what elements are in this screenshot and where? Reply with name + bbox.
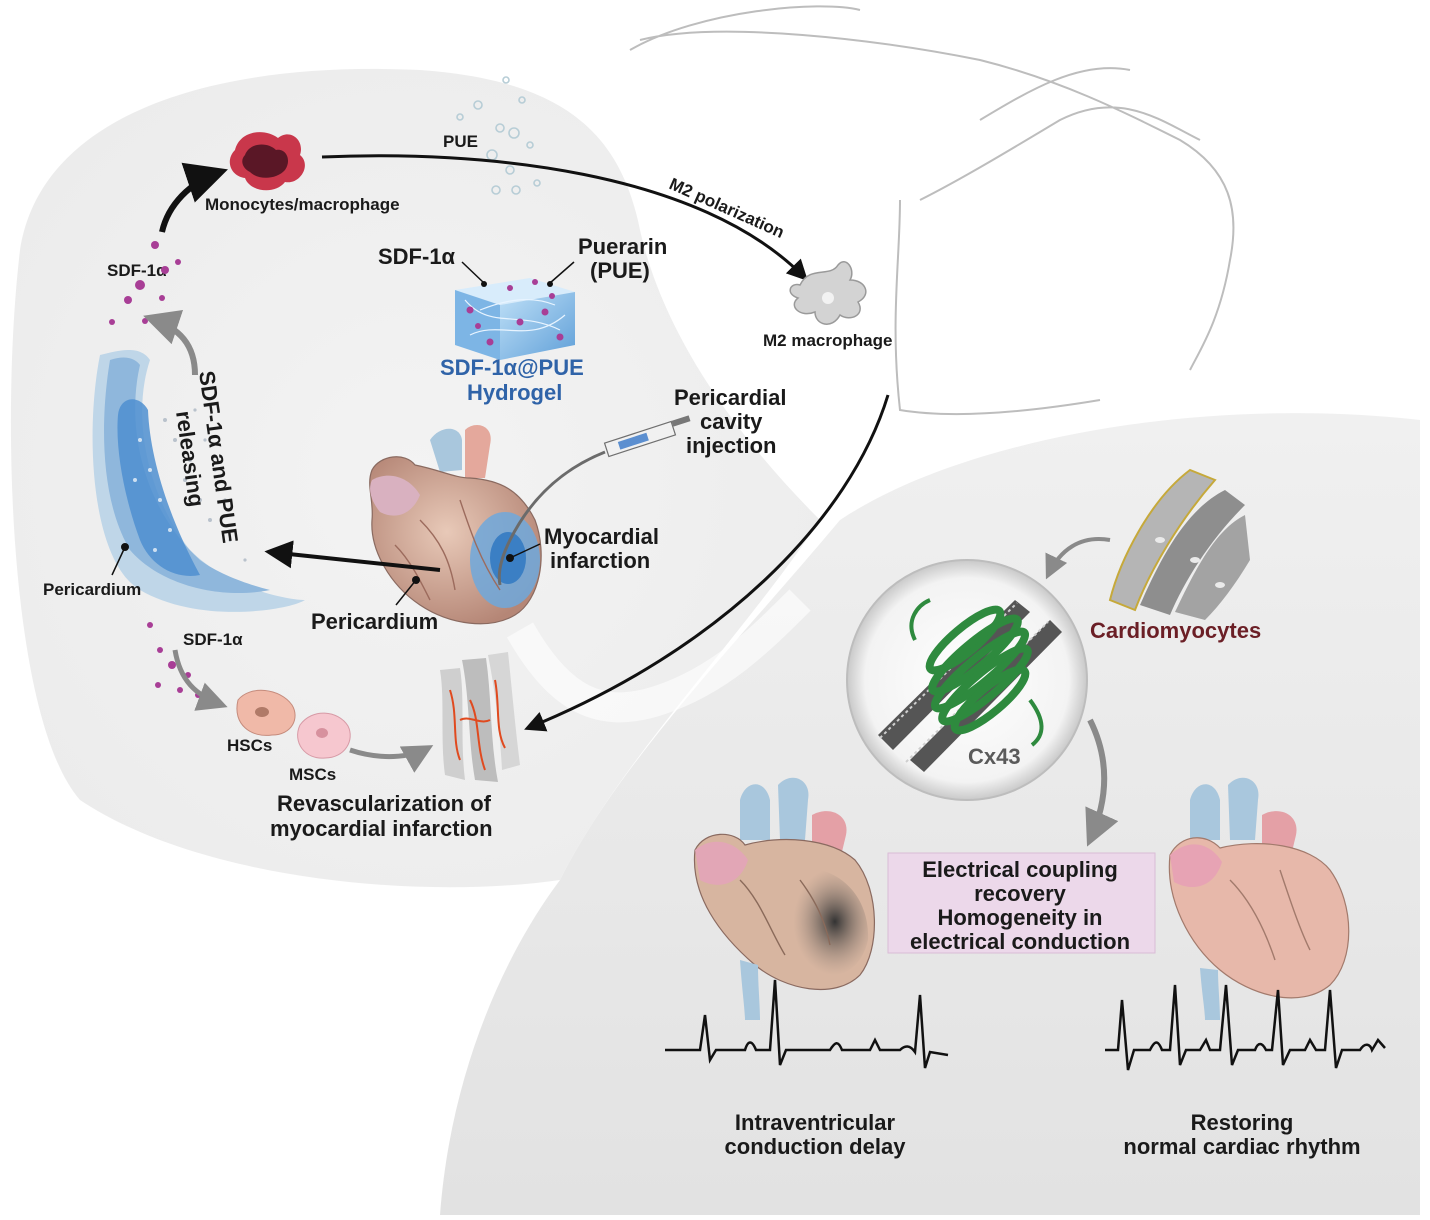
stem-cell-icon	[236, 689, 351, 759]
monocyte-cell-icon	[229, 132, 305, 191]
hydrogel-label-line1: SDF-1α@PUE	[440, 355, 584, 380]
pue-bubbles	[456, 76, 541, 195]
vessel-bundle-icon	[440, 652, 520, 782]
hydrogel-label-line2: Hydrogel	[467, 380, 562, 405]
hydrogel-cube-icon	[455, 278, 575, 360]
m2-polarization-label: M2 polarization	[666, 174, 787, 242]
release-left-arrow	[264, 540, 441, 572]
right-panel-background	[440, 413, 1420, 1215]
m2-to-revasc-arrow	[524, 394, 890, 732]
outcome-line2: recovery	[974, 881, 1067, 906]
recruitment-arrow	[159, 162, 228, 233]
homing-arrow	[172, 649, 228, 711]
pericardium-left-label: Pericardium	[43, 580, 141, 599]
puerarin-label-line2: (PUE)	[590, 258, 650, 283]
outcome-line3: Homogeneity in	[937, 905, 1102, 930]
ecg-trace-normal	[1105, 984, 1386, 1071]
puerarin-label-line1: Puerarin	[578, 234, 667, 259]
ecg-trace-delayed	[665, 979, 949, 1069]
lower-white-wedge	[506, 589, 811, 723]
injection-label-line3: injection	[686, 433, 776, 458]
revasc-label-line2: myocardial infarction	[270, 816, 493, 841]
heart-outline-sketch	[629, 5, 1235, 416]
injection-label-line1: Pericardial	[674, 385, 787, 410]
m2-polarization-arrow	[321, 154, 808, 282]
cx43-to-box-arrow	[1085, 718, 1119, 847]
pue-label: PUE	[443, 132, 478, 151]
cardiomyocyte-fiber-icon	[1108, 468, 1250, 620]
m2-macrophage-label: M2 macrophage	[763, 331, 892, 350]
zoom-in-arrow	[1045, 537, 1111, 580]
pericardium-sac-icon	[92, 350, 305, 612]
delay-label-line2: conduction delay	[725, 1134, 907, 1159]
outcome-line4: electrical conduction	[910, 929, 1130, 954]
infarcted-heart-icon	[693, 777, 875, 1020]
gap-junction-icon	[878, 598, 1062, 772]
sdf-cube-pointer	[461, 261, 485, 284]
cardiomyocytes-label: Cardiomyocytes	[1090, 618, 1261, 643]
healthy-heart-icon	[1168, 777, 1350, 1020]
restore-label-line1: Restoring	[1191, 1110, 1294, 1135]
sdf-lower-label: SDF-1α	[183, 630, 243, 649]
outcome-box	[887, 852, 1156, 954]
hscs-label: HSCs	[227, 736, 272, 755]
restore-label-line2: normal cardiac rhythm	[1123, 1134, 1360, 1159]
outcome-line1: Electrical coupling	[922, 857, 1118, 882]
revasc-label-line1: Revascularization of	[277, 791, 492, 816]
monocytes-label: Monocytes/macrophage	[205, 195, 400, 214]
pericardium-center-label: Pericardium	[311, 609, 438, 634]
sdf-left-label: SDF-1α	[107, 261, 167, 280]
delay-label-line1: Intraventricular	[735, 1110, 896, 1135]
pue-cube-pointer	[549, 261, 575, 284]
differentiation-arrow	[349, 745, 434, 773]
release-up-arrow	[143, 310, 198, 376]
syringe-icon	[497, 415, 691, 586]
mscs-label: MSCs	[289, 765, 336, 784]
sdf-cube-label: SDF-1α	[378, 244, 456, 269]
mi-label-line2: infarction	[550, 548, 650, 573]
cx43-label: Cx43	[968, 744, 1021, 769]
injection-label-line2: cavity	[700, 409, 763, 434]
mi-label-line1: Myocardial	[544, 524, 659, 549]
